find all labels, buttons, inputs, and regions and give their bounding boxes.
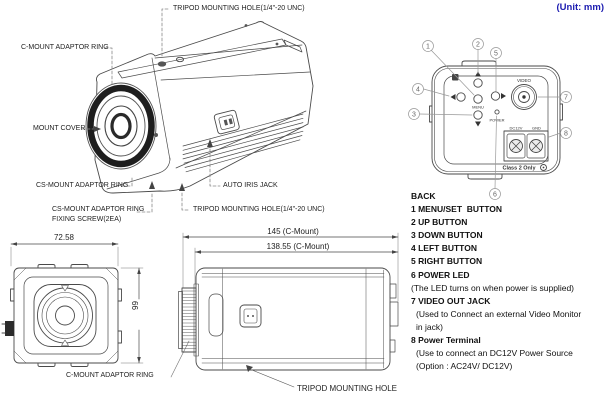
- callout-2-number: 2: [476, 41, 480, 48]
- auto-iris-jack-label: AUTO IRIS JACK: [223, 182, 278, 189]
- legend-item-4: 4 LEFT BUTTON: [411, 243, 477, 254]
- callout-1: [422, 40, 434, 52]
- tripod-hole-top: [157, 61, 167, 67]
- legend-item-8-note-line1: (Use to connect an DC12V Power Source: [416, 348, 573, 359]
- legend-item-5: 5 RIGHT BUTTON: [411, 256, 483, 267]
- c-mount-adaptor-ring-label: C-MOUNT ADAPTOR RING: [21, 44, 109, 51]
- power-terminal-block: [503, 130, 549, 162]
- callout-5: [490, 47, 502, 59]
- legend-title: BACK: [411, 191, 436, 201]
- legend-item-7-note-line2: in jack): [416, 321, 443, 332]
- mount-cover-label: MOUNT COVER: [33, 125, 86, 132]
- callout-4-number: 4: [416, 86, 420, 93]
- left-arrow-icon: [450, 94, 456, 100]
- video-bnc-jack: [511, 84, 537, 110]
- tripod-mounting-hole-top-label: TRIPOD MOUNTING HOLE(1/4"-20 UNC): [173, 5, 305, 12]
- callout-4: [412, 83, 424, 95]
- callout-6-number: 6: [493, 191, 497, 198]
- side-view-drawing: [178, 232, 399, 388]
- video-label: VIDEO: [517, 78, 532, 83]
- right-button: [490, 91, 501, 101]
- callout-7: [560, 91, 572, 103]
- legend-item-6-note: (The LED turns on when power is supplied…: [411, 282, 574, 293]
- side-tripod-hole-label: TRIPOD MOUNTING HOLE: [297, 384, 398, 393]
- cs-mount-adaptor-ring-label: CS-MOUNT ADAPTOR RING: [36, 182, 129, 189]
- back-panel-callouts: 1 2 5 4 3 6 7 8: [408, 38, 572, 200]
- left-button: [456, 92, 466, 102]
- side-connector: [5, 321, 14, 336]
- legend-item-2: 2 UP BUTTON: [411, 217, 468, 228]
- gnd-label: GND: [532, 126, 541, 131]
- dc12v-label: DC12V: [510, 126, 523, 131]
- legend-item-1: 1 MENU/SET BUTTON: [411, 204, 502, 215]
- auto-iris-jack: [213, 109, 240, 135]
- callout-1-number: 1: [426, 43, 430, 50]
- perspective-leader-lines: [81, 8, 221, 213]
- back-legend: BACK 1 MENU/SET BUTTON 2 UP BUTTON 3 DOW…: [411, 190, 581, 373]
- tripod-mounting-hole-bottom-label: TRIPOD MOUNTING HOLE(1/4"-20 UNC): [193, 206, 325, 213]
- side-cs-mount-dimension: 138.55 (C-Mount): [266, 241, 330, 251]
- lens-assembly: [85, 82, 158, 170]
- front-c-mount-ring-label: C-MOUNT ADAPTOR RING: [66, 372, 154, 379]
- side-c-mount-dimension: 145 (C-Mount): [267, 226, 319, 236]
- callout-3-number: 3: [412, 111, 416, 118]
- fixing-screw: [154, 133, 158, 137]
- right-arrow-icon: [501, 93, 506, 99]
- power-led: [494, 109, 500, 115]
- c-mount-adaptor-ring: [33, 284, 97, 347]
- callout-6: [489, 188, 501, 200]
- callout-7-number: 7: [564, 94, 568, 101]
- class2-only-label: Class 2 Only: [502, 166, 536, 172]
- panel-screw: [452, 74, 459, 81]
- legend-item-7: 7 VIDEO OUT JACK: [411, 295, 491, 306]
- front-height-dimension: 66: [130, 301, 139, 310]
- cs-fixing-screw-label-line2: FIXING SCREW(2EA): [52, 215, 122, 223]
- callout-8-number: 8: [564, 130, 568, 137]
- callout-8: [560, 127, 572, 139]
- unit-label: (Unit: mm): [556, 2, 605, 13]
- front-width-dimension: 72.58: [53, 233, 75, 242]
- callout-2: [472, 38, 484, 50]
- legend-item-7-note-line1: (Used to Connect an external Video Monit…: [416, 308, 582, 319]
- down-button: [473, 110, 483, 120]
- legend-item-6: 6 POWER LED: [411, 269, 470, 280]
- legend-item-8: 8 Power Terminal: [411, 335, 481, 346]
- ground-screw: [540, 164, 547, 171]
- vent-lines: [182, 113, 304, 173]
- tripod-plate: [117, 38, 287, 79]
- menu-button: [473, 94, 483, 104]
- cs-fixing-screw-label-line1: CS-MOUNT ADAPTOR RING: [52, 206, 145, 213]
- menu-label: MENU: [472, 105, 484, 110]
- legend-item-3: 3 DOWN BUTTON: [411, 230, 483, 241]
- power-label: POWER: [489, 118, 504, 123]
- front-view-drawing: [1, 242, 190, 378]
- legend-item-8-note-line2: (Option : AC24V/ DC12V): [416, 361, 513, 372]
- perspective-camera-drawing: [85, 21, 314, 194]
- callout-3: [408, 108, 420, 120]
- callout-5-number: 5: [494, 50, 498, 57]
- down-arrow-icon: [475, 121, 481, 127]
- up-button: [473, 78, 483, 88]
- back-panel-drawing: VIDEO MENU POWER DC12V GND Class 2 Only: [429, 60, 563, 180]
